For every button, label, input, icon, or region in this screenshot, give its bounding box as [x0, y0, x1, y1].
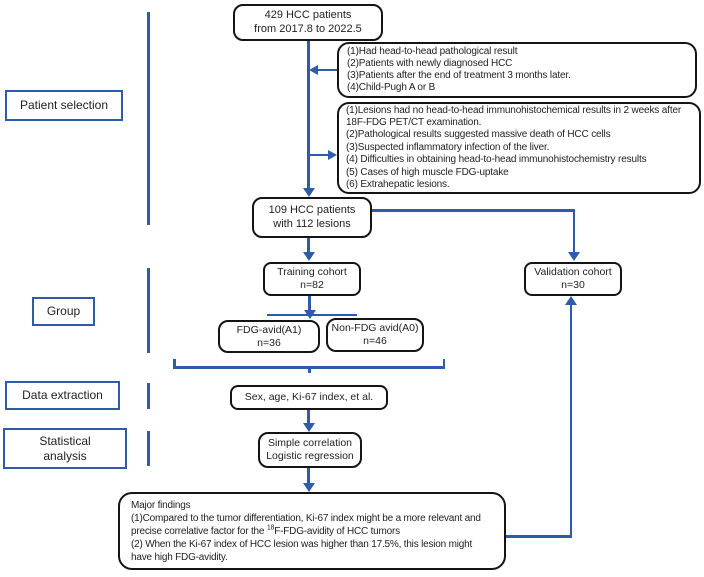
- criteria-item: (4) Difficulties in obtaining head-to-he…: [346, 154, 647, 166]
- brace-end-left: [173, 359, 176, 367]
- stage-divider-line: [147, 431, 150, 466]
- stage-divider-line: [147, 268, 150, 353]
- node-text: n=30: [561, 279, 585, 291]
- connector-findings-to-validation-h: [505, 535, 572, 538]
- node-methods: Simple correlation Logistic regression: [258, 432, 362, 468]
- connector-training-to-split: [308, 296, 311, 311]
- arrow-down-icon: [303, 310, 316, 319]
- connector-inclusion: [315, 68, 337, 72]
- stage-label-data-extraction: Data extraction: [5, 381, 120, 410]
- node-text: 109 HCC patients: [268, 204, 356, 217]
- criteria-item: (1)Lesions had no head-to-head immunohis…: [346, 104, 682, 129]
- node-non-fdg-avid: Non-FDG avid(A0) n=46: [326, 318, 424, 352]
- connector-cohort-to-validation-v: [572, 209, 576, 253]
- node-text: Validation cohort: [534, 266, 612, 279]
- stage-label-patient-selection: Patient selection: [5, 90, 123, 121]
- node-text: from 2017.8 to 2022.5: [254, 22, 362, 35]
- criteria-item: (4)Child-Pugh A or B: [347, 82, 436, 94]
- findings-item-text: (1)Compared to the tumor differentiation…: [131, 512, 481, 537]
- findings-item: (1)Compared to the tumor differentiation…: [131, 512, 493, 538]
- node-inclusion-criteria: (1)Had head-to-head pathological result …: [337, 42, 697, 98]
- connector-cohort-to-validation-h: [372, 209, 575, 212]
- node-major-findings: Major findings (1)Compared to the tumor …: [118, 492, 506, 570]
- node-training-cohort: Training cohort n=82: [263, 262, 361, 296]
- criteria-item: (6) Extrahepatic lesions.: [346, 178, 450, 190]
- node-text: Training cohort: [277, 266, 347, 279]
- criteria-item: (5) Cases of high muscle FDG-uptake: [346, 166, 509, 178]
- connector-exclusion: [309, 153, 329, 157]
- node-validation-cohort: Validation cohort n=30: [524, 262, 622, 296]
- arrow-up-icon: [565, 296, 577, 305]
- arrow-down-icon: [302, 423, 315, 432]
- connector-variables-to-methods: [307, 410, 310, 424]
- node-text: Sex, age, Ki-67 index, et al.: [244, 391, 374, 404]
- arrow-down-icon: [302, 252, 315, 261]
- findings-item-text: F-FDG-avidity of HCC tumors: [274, 525, 400, 537]
- connector-cohort-to-training: [307, 238, 310, 254]
- node-text: Simple correlation: [267, 437, 353, 450]
- node-text: n=46: [363, 335, 387, 347]
- criteria-item: (3)Patients after the end of treatment 3…: [347, 70, 571, 81]
- criteria-item: (3)Suspected inflammatory infection of t…: [346, 141, 550, 153]
- arrow-left-icon: [309, 64, 318, 75]
- node-text: Non-FDG avid(A0): [331, 322, 419, 335]
- node-text: FDG-avid(A1): [236, 323, 302, 336]
- connector-findings-to-validation-v: [569, 303, 573, 538]
- node-start-patients: 429 HCC patients from 2017.8 to 2022.5: [233, 4, 383, 41]
- arrow-right-icon: [328, 149, 337, 160]
- criteria-item: (2)Patients with newly diagnosed HCC: [347, 57, 513, 69]
- node-fdg-avid: FDG-avid(A1) n=36: [218, 320, 320, 353]
- arrow-down-icon: [568, 252, 580, 261]
- brace-end-right: [442, 359, 446, 367]
- criteria-item: (2)Pathological results suggested massiv…: [346, 129, 611, 141]
- node-text: 429 HCC patients: [264, 9, 352, 22]
- node-text: n=82: [300, 279, 324, 291]
- stage-label-statistical-analysis: Statistical analysis: [3, 428, 127, 469]
- node-variables: Sex, age, Ki-67 index, et al.: [230, 385, 388, 410]
- stage-divider-line: [147, 383, 150, 409]
- findings-title: Major findings: [131, 499, 191, 511]
- brace-center-tick: [308, 366, 311, 373]
- arrow-down-icon: [302, 188, 315, 197]
- stage-label-text: Group: [46, 304, 81, 319]
- node-text: Logistic regression: [266, 450, 354, 462]
- node-text: with 112 lesions: [273, 217, 351, 230]
- node-text: n=36: [257, 336, 281, 349]
- criteria-item: (1)Had head-to-head pathological result: [347, 45, 518, 57]
- stage-divider-line: [147, 12, 150, 225]
- node-exclusion-criteria: (1)Lesions had no head-to-head immunohis…: [337, 102, 701, 194]
- connector-methods-to-findings: [307, 468, 310, 483]
- stage-label-group: Group: [32, 297, 95, 326]
- connector-start-to-cohort: [307, 40, 310, 190]
- superscript-18: 18: [266, 524, 275, 532]
- findings-item: (2) When the Ki-67 index of HCC lesion w…: [131, 538, 473, 563]
- stage-label-text: Patient selection: [19, 98, 109, 113]
- node-cohort-patients: 109 HCC patients with 112 lesions: [252, 197, 372, 238]
- stage-label-text: Statistical: [39, 434, 91, 449]
- stage-label-text: analysis: [43, 448, 87, 463]
- arrow-down-icon: [302, 483, 315, 492]
- stage-label-text: Data extraction: [22, 388, 103, 403]
